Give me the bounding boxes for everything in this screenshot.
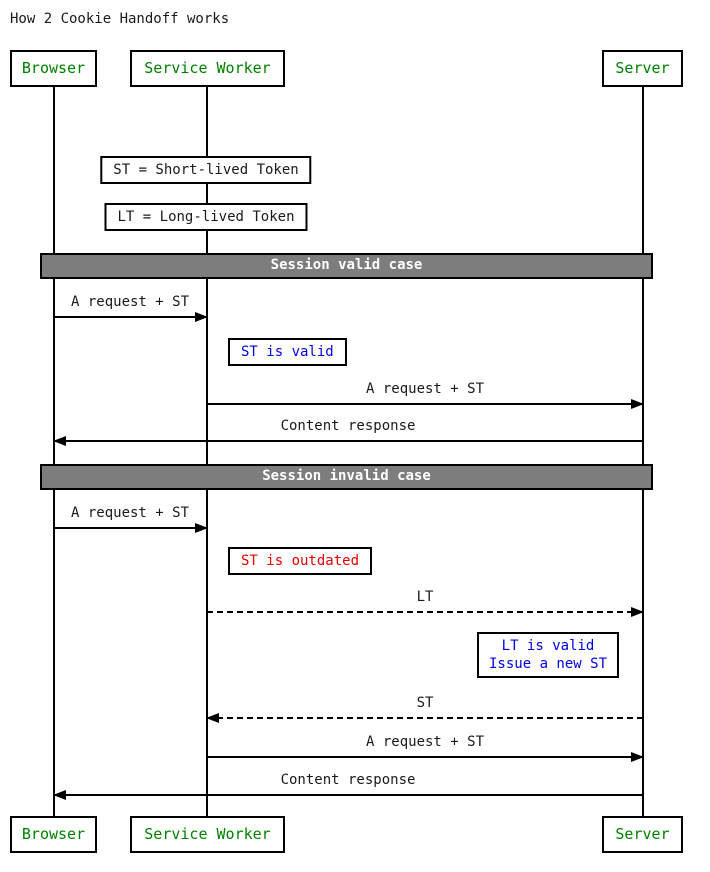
message-arrow-sw-to-server-1 bbox=[207, 399, 644, 409]
actor-box-service-worker-top: Service Worker bbox=[130, 50, 285, 87]
arrowhead-left-icon bbox=[206, 713, 219, 723]
message-arrow-browser-to-sw-2 bbox=[54, 523, 208, 533]
arrowhead-right-icon bbox=[631, 752, 644, 762]
lifeline-server bbox=[642, 87, 644, 816]
message-arrow-server-to-browser-1 bbox=[53, 436, 643, 446]
diagram-title: How 2 Cookie Handoff works bbox=[10, 11, 230, 27]
section-divider-session-invalid: Session invalid case bbox=[40, 464, 653, 490]
message-label-st: ST bbox=[416, 695, 434, 711]
note-lt-is-valid: LT is valid Issue a new ST bbox=[477, 632, 620, 678]
message-arrow-sw-to-server-2 bbox=[207, 752, 644, 762]
note-st-definition: ST = Short-lived Token bbox=[100, 156, 312, 184]
note-st-is-valid: ST is valid bbox=[228, 338, 347, 366]
message-label-lt: LT bbox=[416, 589, 434, 605]
lifeline-browser bbox=[53, 87, 55, 816]
arrowhead-right-icon bbox=[195, 523, 208, 533]
message-label-request-st-4: A request + ST bbox=[365, 734, 485, 750]
actor-box-browser-top: Browser bbox=[10, 50, 97, 87]
actor-box-browser-bottom: Browser bbox=[10, 816, 97, 853]
section-title: Session valid case bbox=[270, 257, 423, 273]
note-lt-definition: LT = Long-lived Token bbox=[104, 203, 308, 231]
arrowhead-left-icon bbox=[53, 436, 66, 446]
arrowhead-left-icon bbox=[53, 790, 66, 800]
note-line-1: LT is valid bbox=[501, 638, 595, 654]
note-line-2: Issue a new ST bbox=[489, 656, 608, 672]
message-arrow-server-to-browser-2 bbox=[53, 790, 643, 800]
message-arrow-st-server-to-sw bbox=[206, 713, 643, 723]
actor-box-service-worker-bottom: Service Worker bbox=[130, 816, 285, 853]
message-arrow-browser-to-sw-1 bbox=[54, 312, 208, 322]
message-arrow-lt-sw-to-server bbox=[207, 607, 644, 617]
section-divider-session-valid: Session valid case bbox=[40, 253, 653, 279]
message-label-content-response-2: Content response bbox=[280, 772, 416, 788]
arrowhead-right-icon bbox=[631, 399, 644, 409]
note-st-is-outdated: ST is outdated bbox=[228, 547, 373, 575]
lifeline-service-worker bbox=[206, 87, 208, 816]
message-label-request-st-1: A request + ST bbox=[70, 294, 190, 310]
section-title: Session invalid case bbox=[262, 468, 431, 484]
arrowhead-right-icon bbox=[195, 312, 208, 322]
actor-box-server-top: Server bbox=[602, 50, 683, 87]
message-label-content-response-1: Content response bbox=[280, 418, 416, 434]
arrowhead-right-icon bbox=[631, 607, 644, 617]
message-label-request-st-2: A request + ST bbox=[365, 381, 485, 397]
actor-box-server-bottom: Server bbox=[602, 816, 683, 853]
message-label-request-st-3: A request + ST bbox=[70, 505, 190, 521]
